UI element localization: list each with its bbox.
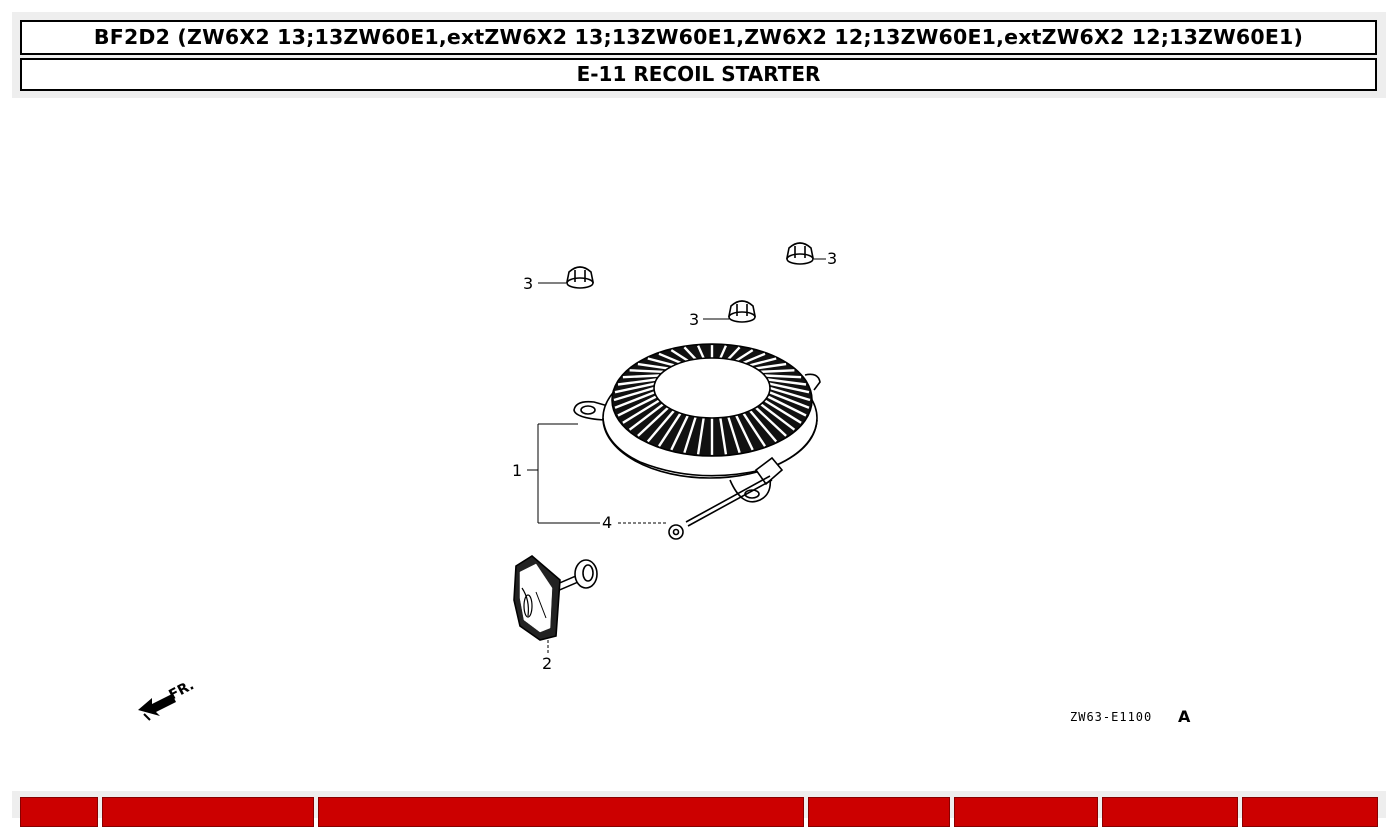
parts-diagram: 3 3 3 — [138, 242, 1191, 726]
parts-table-header-cell — [102, 797, 314, 827]
callout-nut-right: 3 — [827, 249, 837, 268]
callout-grip: 2 — [542, 654, 552, 673]
recoil-starter-housing — [573, 343, 821, 503]
parts-table-header-cell — [20, 797, 98, 827]
callout-starter-assy: 1 — [512, 461, 522, 480]
parts-table-header-cell — [1242, 797, 1378, 827]
parts-table-header-cell — [1102, 797, 1238, 827]
callout-nut-left: 3 — [523, 274, 533, 293]
parts-table-header-cell — [318, 797, 804, 827]
section-title: E-11 RECOIL STARTER — [20, 58, 1377, 91]
flange-nut-left — [566, 266, 594, 289]
drawing-code: ZW63-E1100 — [1070, 710, 1152, 724]
callout-nut-center: 3 — [689, 310, 699, 329]
flange-nut-center — [728, 300, 756, 323]
callout-bracket — [527, 423, 668, 524]
starter-grip — [513, 555, 598, 641]
front-direction-arrow-icon — [138, 694, 176, 721]
front-direction-label: FR. — [166, 677, 196, 703]
model-title: BF2D2 (ZW6X2 13;13ZW60E1,extZW6X2 13;13Z… — [20, 20, 1377, 55]
starter-rope — [668, 475, 773, 540]
parts-table-header-cell — [954, 797, 1098, 827]
callout-rope: 4 — [602, 513, 612, 532]
drawing-code-suffix: A — [1178, 707, 1191, 726]
parts-table-header-cell — [808, 797, 950, 827]
flange-nut-right — [786, 242, 814, 265]
